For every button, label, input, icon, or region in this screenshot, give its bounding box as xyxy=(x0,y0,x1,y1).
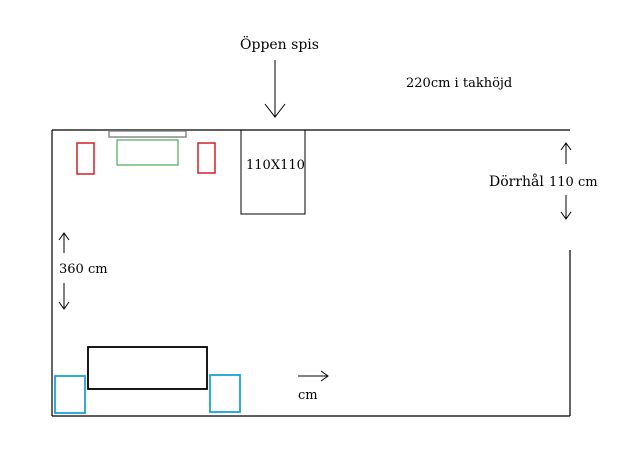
room-depth-label: 360 cm xyxy=(59,262,108,277)
arrow-right-icon xyxy=(298,370,329,382)
armchair-bottom-left xyxy=(54,375,86,414)
arrow-up-icon xyxy=(560,142,572,164)
ceiling-height-label: 220cm i takhöjd xyxy=(406,76,513,91)
arrow-down-icon xyxy=(264,60,286,118)
doorway-label: Dörrhål xyxy=(489,174,544,190)
sofa xyxy=(87,346,208,390)
partial-unit-label: cm xyxy=(298,388,318,403)
tv-bench xyxy=(108,130,187,138)
fireplace-label: Öppen spis xyxy=(240,37,319,53)
room-walls xyxy=(51,129,571,417)
armchair-top-left xyxy=(76,142,95,175)
arrow-down-icon xyxy=(560,195,572,220)
fireplace-size-label: 110X110 xyxy=(246,158,305,173)
fireplace-box xyxy=(240,129,306,215)
armchair-top-right xyxy=(197,142,216,174)
table-top xyxy=(116,139,179,166)
armchair-bottom-right xyxy=(209,374,241,413)
doorway-width-label: 110 cm xyxy=(549,175,598,190)
arrow-up-icon xyxy=(58,232,70,253)
arrow-down-icon xyxy=(58,283,70,310)
